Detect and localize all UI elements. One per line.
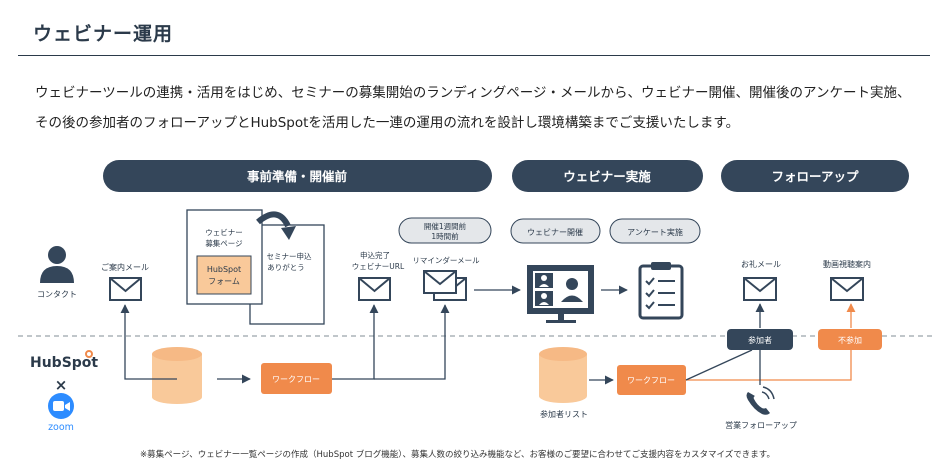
hubspot-form-box <box>196 255 252 295</box>
line-workflow-to-absent <box>686 350 852 381</box>
thanks-mail-envelope-icon <box>743 277 777 301</box>
transition-curve-arrow-icon <box>256 211 296 240</box>
contact-database-icon <box>152 347 202 404</box>
webinar-page-label-2: 募集ページ <box>205 238 243 248</box>
survey-label: アンケート実施 <box>627 227 683 237</box>
reminder-timing-pill: 開催1週間前 1時間前 <box>398 217 492 244</box>
webinar-held-pill: ウェビナー開催 <box>510 218 601 244</box>
thanks-label-2: ありがとう <box>267 262 305 272</box>
attendee-badge: 参加者 <box>727 329 793 350</box>
hubspot-logo: HubSpot <box>30 350 98 371</box>
form-label-2: フォーム <box>208 277 240 286</box>
arrow-to-invite-mail <box>120 304 177 380</box>
survey-pill: アンケート実施 <box>609 218 701 244</box>
zoom-logo-text: zoom <box>48 422 74 433</box>
survey-clipboard-icon <box>638 262 684 320</box>
sales-follow-label: 営業フォローアップ <box>725 420 797 430</box>
attendee-list-label: 参加者リスト <box>540 409 588 419</box>
description-line-2: その後の参加者のフォローアップとHubSpotを活用した一連の運用の流れを設計し… <box>35 115 740 131</box>
workflow-2-label: ワークフロー <box>627 376 675 385</box>
invite-mail-envelope-icon <box>109 277 142 301</box>
workflow-box-2: ワークフロー <box>617 365 686 395</box>
contact-label: コンタクト <box>37 290 77 299</box>
phase-header-during: ウェビナー実施 <box>512 160 703 192</box>
hubspot-logo-text: HubSpot <box>30 355 98 371</box>
reminder-mail-envelope-icon <box>423 270 467 301</box>
form-label-1: HubSpot <box>207 265 241 274</box>
phase-pre-label: 事前準備・開催前 <box>247 169 348 184</box>
title-divider <box>18 55 930 56</box>
phase-follow-label: フォローアップ <box>771 169 859 184</box>
video-mail-label: 動画視聴案内 <box>823 259 871 269</box>
webinar-page-label-1: ウェビナー <box>205 228 243 237</box>
phase-during-label: ウェビナー実施 <box>563 169 651 184</box>
phase-header-follow: フォローアップ <box>721 160 909 192</box>
attendee-label: 参加者 <box>748 335 772 345</box>
phone-icon <box>746 386 775 415</box>
workflow-1-label: ワークフロー <box>272 375 320 384</box>
complete-label-1: 申込完了 <box>360 250 390 260</box>
reminder-label: リマインダーメール <box>412 255 480 265</box>
complete-mail-envelope-icon <box>358 277 391 301</box>
contact-person-icon <box>40 246 74 283</box>
complete-label-2: ウェビナーURL <box>352 262 405 271</box>
webinar-held-label: ウェビナー開催 <box>527 227 583 237</box>
absent-badge: 不参加 <box>818 329 882 350</box>
thanks-label-1: セミナー申込 <box>267 251 312 261</box>
line-workflow-to-attendee <box>685 349 753 381</box>
absent-label: 不参加 <box>838 335 862 345</box>
thanks-mail-label: お礼メール <box>741 259 781 269</box>
page-title: ウェビナー運用 <box>33 23 174 45</box>
invite-mail-label: ご案内メール <box>101 262 149 272</box>
arrow-workflow-to-complete-mail <box>332 304 379 380</box>
description-line-1: ウェビナーツールの連携・活用をはじめ、セミナーの募集開始のランディングページ・メ… <box>35 85 911 101</box>
video-mail-envelope-icon <box>830 277 864 301</box>
zoom-logo: zoom <box>48 393 74 433</box>
before-label-1: 開催1週間前 <box>424 221 467 231</box>
video-conference-monitor-icon <box>527 265 594 323</box>
attendee-list-database-icon <box>539 347 587 403</box>
workflow-box-1: ワークフロー <box>261 363 332 394</box>
times-symbol: × <box>55 376 68 394</box>
footnote: ※募集ページ、ウェビナー一覧ページの作成（HubSpot ブログ機能）、募集人数… <box>140 450 775 460</box>
before-label-2: 1時間前 <box>431 231 459 241</box>
arrow-workflow-to-reminder <box>374 304 450 380</box>
phase-header-pre: 事前準備・開催前 <box>103 160 492 192</box>
